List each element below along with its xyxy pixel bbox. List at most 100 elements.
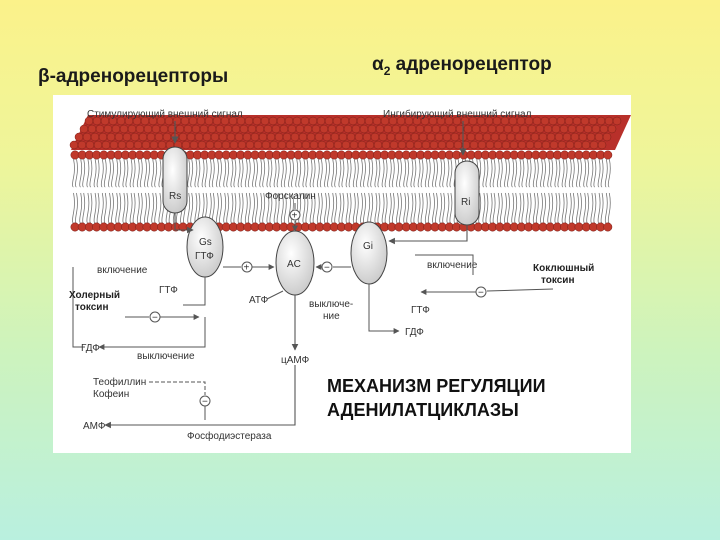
lipid-head (509, 140, 519, 150)
lipid-tail (75, 158, 78, 188)
lipid-tail (252, 158, 255, 188)
ac-label: AC (287, 259, 301, 270)
lipid-head (250, 132, 260, 142)
lipid-tail (482, 158, 486, 188)
lipid-tail (247, 158, 251, 188)
lipid-head (413, 140, 423, 150)
gs-label: Gs (199, 237, 212, 248)
lipid-tail (334, 158, 338, 188)
lipid-head (533, 140, 543, 150)
lipid-head (546, 132, 556, 142)
lipid-head (295, 124, 305, 134)
lipid-tail (118, 158, 122, 188)
lipid-head (239, 124, 249, 134)
forskolin-label: Форскалин (265, 191, 316, 202)
lipid-head (541, 140, 551, 150)
lipid-head (90, 132, 100, 142)
lipid-head (466, 132, 476, 142)
lipid-tail (82, 192, 86, 224)
lipid-tail (283, 192, 287, 224)
alpha-letter: α (372, 54, 384, 75)
lipid-tail (540, 158, 543, 188)
lipid-tail (86, 158, 90, 188)
lipid-head (74, 132, 84, 142)
lipid-tail (108, 158, 111, 188)
lipid-head (479, 124, 489, 134)
lipid-head (482, 132, 492, 142)
lipid-tail (604, 192, 608, 224)
lipid-head (485, 140, 495, 150)
lipid-tail (262, 158, 266, 188)
lipid-tail (139, 158, 143, 188)
lipid-head (106, 132, 116, 142)
lipid-head (503, 124, 513, 134)
lipid-head (303, 124, 313, 134)
lipid-head (298, 132, 308, 142)
lipid-tail (255, 158, 258, 188)
lipid-head (477, 140, 487, 150)
lipid-tail (132, 192, 136, 224)
lipid-tail (295, 158, 299, 188)
lipid-tail (273, 158, 277, 188)
lipid-head (530, 132, 540, 142)
lipid-head (354, 132, 364, 142)
lipid-head (274, 132, 284, 142)
lipid-head (276, 116, 286, 126)
lipid-head (234, 132, 244, 142)
lipid-head (437, 140, 447, 150)
lipid-tail (187, 158, 191, 188)
lipid-head (205, 140, 215, 150)
lipid-head (85, 140, 95, 150)
lipid-head (119, 124, 129, 134)
off-mid-label-1: выключе- (309, 299, 353, 310)
lipid-tail (518, 192, 522, 224)
lipid-tail (151, 192, 155, 224)
lipid-tail (216, 158, 219, 188)
lipid-tail (223, 158, 227, 188)
lipid-tail (420, 158, 424, 188)
lipid-tail (593, 158, 597, 188)
lipid-tail (446, 158, 450, 188)
lipid-head (506, 132, 516, 142)
lipid-head (287, 124, 297, 134)
inhibiting-signal-label: Ингибирующий внешний сигнал (383, 108, 532, 120)
lipid-tail (543, 192, 546, 224)
lipid-tail (309, 192, 313, 224)
lipid-tail (144, 158, 147, 188)
lipid-head (330, 132, 340, 142)
lipid-head (463, 124, 473, 134)
membrane-diagram-svg: Стимулирующий внешний сигнал Ингибирующи… (69, 108, 631, 442)
lipid-head (135, 124, 145, 134)
lipid-head (252, 116, 262, 126)
lipid-tail (593, 192, 597, 224)
lipid-head (471, 124, 481, 134)
lipid-tail (504, 158, 507, 188)
lipid-tail (319, 192, 323, 224)
lipid-tail (288, 158, 291, 188)
rs-to-gs-arrow (174, 213, 194, 234)
left-cycle-line (72, 267, 85, 348)
lipid-head (213, 140, 223, 150)
lipid-head (364, 116, 374, 126)
lipid-tail (147, 158, 150, 188)
lipid-head (325, 140, 335, 150)
lipid-tail (319, 158, 323, 188)
lipid-tail (504, 192, 507, 224)
lipid-head (346, 132, 356, 142)
lipid-tail (269, 192, 273, 224)
lipid-head (290, 132, 300, 142)
lipid-head (237, 140, 247, 150)
lipid-head (122, 132, 132, 142)
lipid-head (202, 132, 212, 142)
lipid-head (407, 124, 417, 134)
lipid-tail (233, 192, 237, 224)
lipid-tail (424, 192, 428, 224)
lipid-head (557, 140, 567, 150)
lipid-tail (363, 158, 366, 188)
atp-label: АТФ (249, 295, 269, 306)
lipid-heads-top-row (70, 150, 613, 160)
lipid-head (495, 124, 505, 134)
lipid-tail (273, 192, 277, 224)
lipid-tail (532, 192, 536, 224)
lipid-tail (374, 192, 378, 224)
